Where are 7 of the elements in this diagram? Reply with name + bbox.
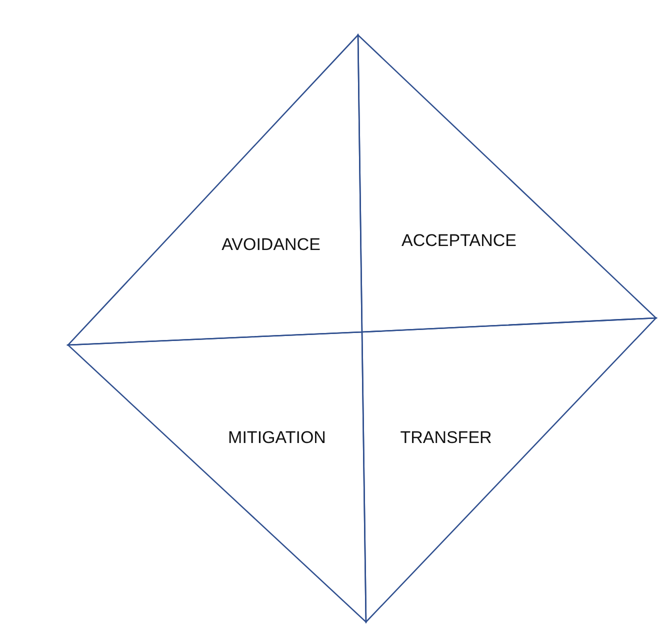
- region-label: ACCEPTANCE: [402, 231, 516, 251]
- region-label: MITIGATION: [228, 428, 326, 448]
- triangle-region: [68, 332, 366, 622]
- triangle-region: [362, 318, 656, 622]
- region-label: AVOIDANCE: [222, 235, 320, 255]
- region-label: TRANSFER: [400, 428, 492, 448]
- triangle-region: [358, 35, 656, 332]
